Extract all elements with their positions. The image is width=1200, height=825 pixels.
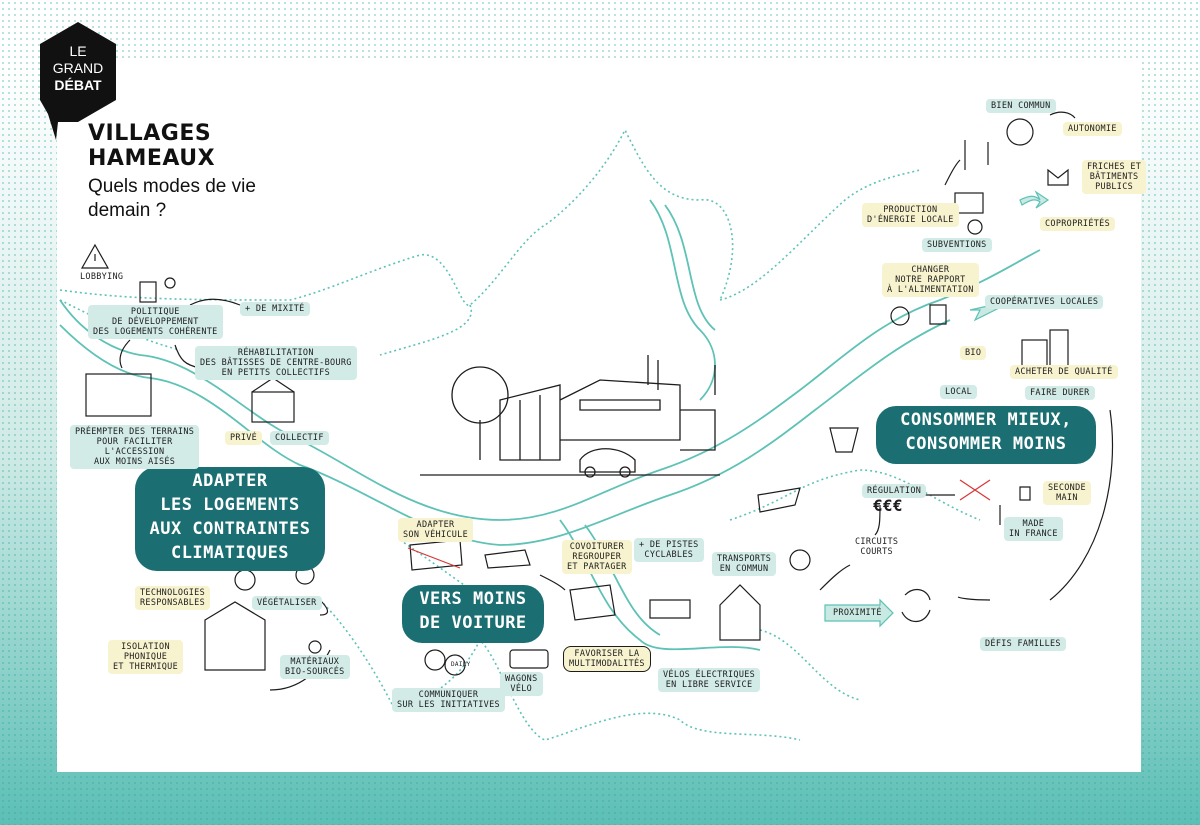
label-pistes: + DE PISTES CYCLABLES xyxy=(634,538,704,562)
label-acheter: ACHETER DE QUALITÉ xyxy=(1010,365,1118,379)
grand-debat-logo: LE GRAND DÉBAT xyxy=(38,22,118,142)
label-covoiturer: COVOITURER REGROUPER ET PARTAGER xyxy=(562,540,632,574)
label-made-in-france: MADE IN FRANCE xyxy=(1004,517,1063,541)
label-circuits: CIRCUITS COURTS xyxy=(855,537,899,557)
page-title: VILLAGES HAMEAUX xyxy=(88,121,215,171)
label-materiaux: MATÉRIAUX BIO-SOURCÉS xyxy=(280,655,350,679)
label-adapter-vehicule: ADAPTER SON VÉHICULE xyxy=(398,518,474,542)
label-subventions: SUBVENTIONS xyxy=(922,238,992,252)
bubble-car: VERS MOINS DE VOITURE xyxy=(402,585,544,643)
label-preempter: PRÉEMPTER DES TERRAINS POUR FACILITER L'… xyxy=(70,425,200,469)
logo-line1: LE xyxy=(69,43,87,59)
label-lobbying: LOBBYING xyxy=(80,272,124,282)
label-technologies: TECHNOLOGIES RESPONSABLES xyxy=(135,586,211,610)
label-production: PRODUCTION D'ÉNERGIE LOCALE xyxy=(862,203,959,227)
label-autonomie: AUTONOMIE xyxy=(1063,122,1122,136)
label-isolation: ISOLATION PHONIQUE ET THERMIQUE xyxy=(108,640,184,674)
label-euros: €€€ xyxy=(873,496,903,515)
label-vegetaliser: VÉGÉTALISER xyxy=(252,596,322,610)
bubble-housing: ADAPTER LES LOGEMENTS AUX CONTRAINTES CL… xyxy=(135,467,325,571)
label-seconde-main: SECONDE MAIN xyxy=(1043,481,1091,505)
label-friches: FRICHES ET BÂTIMENTS PUBLICS xyxy=(1082,160,1147,194)
label-wagons: WAGONS VÉLO xyxy=(500,672,543,696)
bubble-consume: CONSOMMER MIEUX, CONSOMMER MOINS xyxy=(876,406,1096,464)
label-faire-durer: FAIRE DURER xyxy=(1025,386,1095,400)
label-politique: POLITIQUE DE DÉVELOPPEMENT DES LOGEMENTS… xyxy=(88,305,223,339)
label-multimodalites: FAVORISER LA MULTIMODALITÉS xyxy=(563,646,651,672)
page-subtitle: Quels modes de vie demain ? xyxy=(88,176,256,221)
label-transports: TRANSPORTS EN COMMUN xyxy=(712,552,777,576)
label-rehab: RÉHABILITATION DES BÂTISSES DE CENTRE-BO… xyxy=(195,346,357,380)
block-arrows xyxy=(824,190,1050,628)
label-defis: DÉFIS FAMILLES xyxy=(980,637,1066,651)
label-coproprietes: COPROPRIÉTÉS xyxy=(1040,217,1116,231)
label-bien-commun: BIEN COMMUN xyxy=(986,99,1056,113)
label-collectif: COLLECTIF xyxy=(270,431,329,445)
label-velos: VÉLOS ÉLECTRIQUES EN LIBRE SERVICE xyxy=(658,668,761,692)
label-changer: CHANGER NOTRE RAPPORT À L'ALIMENTATION xyxy=(882,263,979,297)
title-line2: HAMEAUX xyxy=(88,146,216,171)
label-prive: PRIVÉ xyxy=(225,431,263,445)
logo-line3: DÉBAT xyxy=(54,77,102,93)
label-regulation: RÉGULATION xyxy=(862,484,927,498)
connector-arrows xyxy=(119,111,1113,691)
label-cooperatives: COOPÉRATIVES LOCALES xyxy=(985,295,1104,309)
label-bio: BIO xyxy=(960,346,987,360)
logo-shape xyxy=(40,22,116,140)
label-proximite: PROXIMITÉ xyxy=(833,608,882,618)
label-daily: DAILY xyxy=(451,661,471,668)
label-mixite: + DE MIXITÉ xyxy=(240,302,310,316)
central-house-drawing xyxy=(420,355,720,478)
title-line1: VILLAGES xyxy=(88,121,212,146)
label-local: LOCAL xyxy=(940,385,978,399)
logo-line2: GRAND xyxy=(52,60,104,76)
label-communiquer: COMMUNIQUER SUR LES INITIATIVES xyxy=(392,688,505,712)
